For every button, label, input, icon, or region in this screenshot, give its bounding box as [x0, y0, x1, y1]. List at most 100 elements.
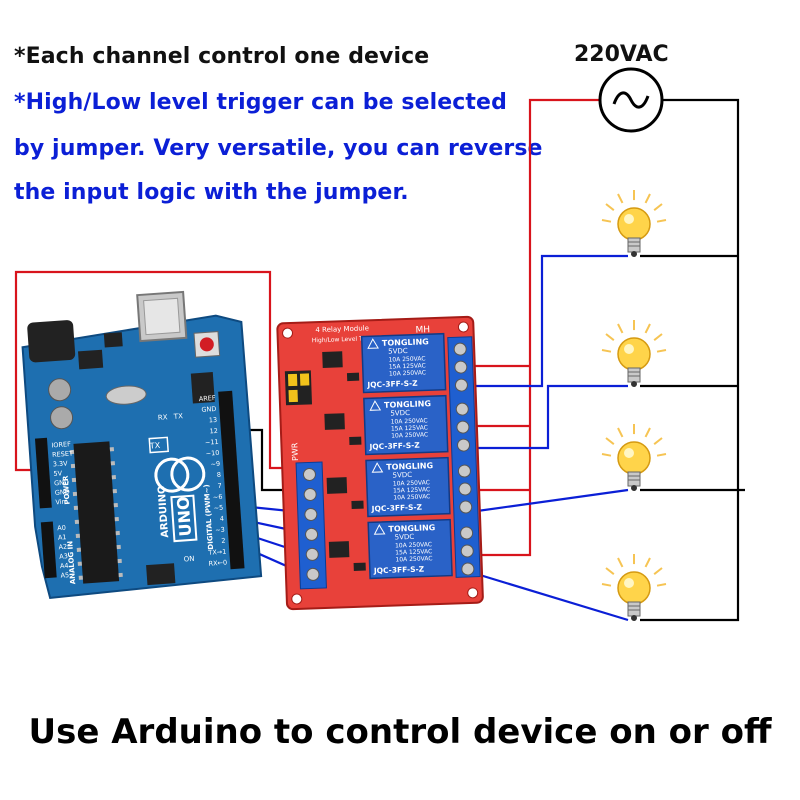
caption: Use Arduino to control device on or off: [28, 712, 772, 752]
relay-rating1-label: 10A 250VAC: [395, 541, 432, 549]
relay-brand-label: TONGLING: [384, 399, 431, 410]
red-wire-ac-live: [470, 98, 600, 557]
relay-rating3-label: 10A 250VAC: [391, 431, 428, 439]
digital-pin-label: 7: [217, 482, 222, 490]
relay-voltage-label: 5VDC: [390, 409, 410, 418]
power-pin-label: IOREF: [51, 440, 71, 449]
relay-module: 4 Relay Module High/Low Level Trigger MH…: [276, 315, 484, 611]
pwr-label: PWR: [290, 442, 300, 461]
relay-logo-icon: [373, 524, 386, 535]
relay-rating3-label: 10A 250VAC: [393, 493, 430, 501]
digital-pin-label: 12: [209, 427, 218, 436]
light-bulb-icon: [601, 424, 667, 491]
digital-pin-label: GND: [201, 405, 216, 414]
relay-voltage-label: 5VDC: [395, 533, 415, 542]
relay-rating1-label: 10A 250VAC: [393, 479, 430, 487]
analog-label: ANALOG IN: [66, 540, 77, 584]
analog-header: [40, 521, 57, 579]
digital-pin-label: AREF: [199, 394, 217, 403]
relay-rating2-label: 15A 125VAC: [391, 424, 428, 432]
relay-brand-label: TONGLING: [388, 523, 435, 534]
analog-pin-label: A4: [60, 562, 69, 571]
digital-pin-label: RX←0: [208, 559, 227, 568]
light-bulb-icon: [601, 554, 667, 621]
power-pin-label: GND: [55, 488, 70, 497]
arduino-board: TX: [21, 290, 263, 600]
digital-pin-label: ~11: [205, 438, 219, 447]
light-bulb-icon: [601, 320, 667, 387]
rx-label: RX: [158, 413, 168, 422]
atmega-chip: [73, 441, 120, 584]
relay-brand-label: TONGLING: [386, 461, 433, 472]
analog-pin-label: A2: [58, 543, 67, 552]
analog-pin-label: A3: [59, 552, 68, 561]
black-wire-ac-neutral: [640, 98, 740, 622]
ac-source-icon: [598, 67, 664, 133]
dc-jack: [27, 320, 76, 363]
power-pin-label: 5V: [53, 469, 63, 478]
power-label: POWER: [62, 475, 72, 505]
reset-button: [199, 337, 214, 352]
analog-pin-label: A1: [58, 533, 67, 542]
digital-pin-label: TX→1: [207, 548, 227, 557]
digital-pin-label: 2: [221, 537, 226, 545]
relay-voltage-label: 5VDC: [392, 471, 412, 480]
digital-pin-label: ~6: [213, 493, 223, 502]
relay-rating2-label: 15A 125VAC: [389, 362, 426, 370]
svg-text:TX: TX: [148, 441, 160, 451]
power-pin-label: 3.3V: [53, 459, 69, 468]
power-pin-label: GND: [54, 478, 69, 487]
arduino-model-label: UNO: [173, 496, 195, 537]
relay-model-label: JQC-3FF-S-Z: [368, 441, 420, 452]
relay-logo-icon: [371, 462, 384, 473]
relay-brand-label: TONGLING: [382, 337, 429, 348]
arduino-brand-label: ARDUINO: [157, 485, 172, 538]
digital-pin-label: 8: [217, 471, 222, 479]
relay-model-label: JQC-3FF-S-Z: [366, 379, 418, 390]
red-wire-5v: [14, 270, 300, 472]
relay-module-subtitle: High/Low Level Trigger: [312, 335, 381, 344]
relay-module-brand: MH: [415, 325, 430, 336]
relay-rating3-label: 10A 250VAC: [389, 369, 426, 377]
power-pin-label: RESET: [52, 449, 73, 458]
relay-model-label: JQC-3FF-S-Z: [373, 565, 425, 576]
digital-header: [218, 390, 245, 570]
ac-voltage-label: 220VAC: [574, 42, 669, 67]
digital-pin-label: 13: [209, 416, 218, 425]
relay-rating2-label: 15A 125VAC: [395, 548, 432, 556]
relay-rating1-label: 10A 250VAC: [391, 417, 428, 425]
blue-wire-lamp3: [469, 488, 629, 514]
blue-wire-lamp2: [470, 384, 628, 450]
power-header: [34, 437, 52, 509]
analog-pin-label: A5: [60, 571, 69, 580]
input-terminal-block: [295, 461, 327, 590]
blue-wire-lamp4: [469, 570, 629, 622]
digital-pin-label: ~9: [210, 460, 220, 469]
output-terminal-block: [447, 336, 481, 578]
relay-model-label: JQC-3FF-S-Z: [371, 503, 423, 514]
relay-rating2-label: 15A 125VAC: [393, 486, 430, 494]
relay-logo-icon: [369, 400, 382, 411]
relay-voltage-label: 5VDC: [388, 347, 408, 356]
digital-pin-label: 4: [220, 515, 225, 523]
power-pin-label: Vin: [55, 498, 66, 507]
digital-pin-label: ~5: [213, 504, 223, 513]
on-label: ON: [183, 555, 194, 564]
tx-label: TX: [173, 412, 184, 421]
note-trigger-2: by jumper. Very versatile, you can rever…: [14, 136, 543, 161]
relay-rating3-label: 10A 250VAC: [395, 555, 432, 563]
digital-pin-label: ~10: [205, 449, 219, 458]
relay-module-title: 4 Relay Module: [315, 324, 369, 334]
arduino-logo-icon: [154, 457, 190, 493]
note-each-channel: *Each channel control one device: [14, 44, 430, 69]
relay-rating1-label: 10A 250VAC: [388, 355, 425, 363]
relay-logo-icon: [367, 338, 379, 349]
note-trigger-1: *High/Low level trigger can be selected: [14, 90, 507, 115]
analog-pin-label: A0: [57, 524, 66, 533]
light-bulb-icon: [601, 190, 667, 257]
